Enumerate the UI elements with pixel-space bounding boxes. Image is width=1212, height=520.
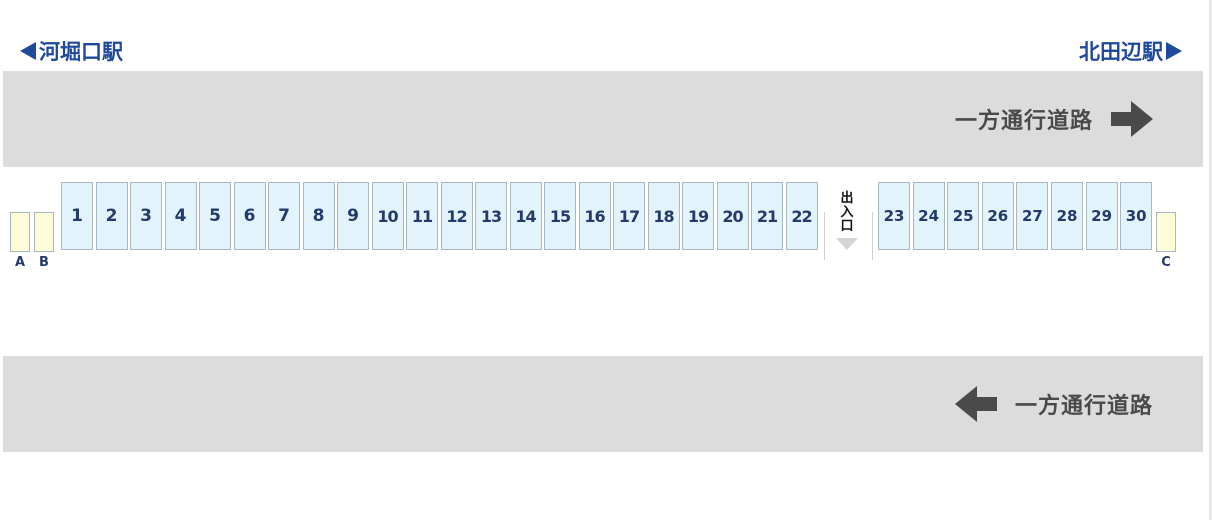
parking-space-26[interactable]: 26: [981, 182, 1014, 250]
parking-space-6[interactable]: 6: [233, 182, 266, 250]
parking-space-14[interactable]: 14: [509, 182, 542, 250]
bay-b[interactable]: [34, 212, 54, 252]
parking-space-4[interactable]: 4: [164, 182, 197, 250]
top-road: 一方通行道路: [3, 71, 1203, 167]
parking-space-17[interactable]: 17: [613, 182, 645, 250]
entrance-divider-right: [872, 212, 873, 260]
parking-space-22[interactable]: 22: [785, 182, 818, 250]
parking-space-21[interactable]: 21: [751, 182, 783, 250]
parking-space-30[interactable]: 30: [1120, 182, 1153, 250]
parking-space-1[interactable]: 1: [61, 182, 93, 250]
left-station-link[interactable]: 河堀口駅: [20, 36, 123, 66]
parking-space-10[interactable]: 10: [371, 182, 404, 250]
parking-space-28[interactable]: 28: [1051, 182, 1083, 250]
parking-space-19[interactable]: 19: [682, 182, 714, 250]
left-station-label: 河堀口駅: [39, 40, 123, 64]
bay-b-label: B: [39, 255, 49, 270]
bottom-road-label: 一方通行道路: [1014, 394, 1153, 419]
right-station-link[interactable]: 北田辺駅: [1079, 36, 1182, 66]
parking-space-29[interactable]: 29: [1085, 182, 1118, 250]
parking-space-7[interactable]: 7: [268, 182, 300, 250]
parking-space-27[interactable]: 27: [1016, 182, 1049, 250]
entrance-label: 出入口: [840, 191, 854, 234]
parking-space-5[interactable]: 5: [199, 182, 231, 250]
bottom-road: 一方通行道路: [3, 356, 1203, 452]
parking-space-23[interactable]: 23: [878, 182, 910, 250]
bay-a[interactable]: [10, 212, 30, 252]
parking-space-13[interactable]: 13: [475, 182, 507, 250]
bay-a-label: A: [14, 255, 26, 270]
parking-space-12[interactable]: 12: [440, 182, 473, 250]
top-road-label: 一方通行道路: [954, 109, 1093, 134]
bay-c[interactable]: [1156, 212, 1176, 252]
parking-space-20[interactable]: 20: [716, 182, 749, 250]
parking-space-16[interactable]: 16: [578, 182, 611, 250]
parking-space-8[interactable]: 8: [302, 182, 335, 250]
parking-space-2[interactable]: 2: [95, 182, 128, 250]
entrance-arrow-icon: [836, 238, 858, 250]
left-arrow-icon: [954, 386, 997, 422]
parking-space-9[interactable]: 9: [337, 182, 369, 250]
parking-space-24[interactable]: 24: [912, 182, 945, 250]
right-arrow-icon: [1111, 101, 1153, 137]
scrollbar-edge: [1209, 0, 1212, 520]
right-station-label: 北田辺駅: [1079, 40, 1163, 64]
entrance: 出入口: [828, 192, 866, 250]
parking-space-18[interactable]: 18: [647, 182, 680, 250]
parking-space-15[interactable]: 15: [544, 182, 576, 250]
parking-space-11[interactable]: 11: [406, 182, 438, 250]
left-triangle-icon: [20, 42, 36, 60]
entrance-divider-left: [824, 212, 825, 260]
bay-c-label: C: [1161, 255, 1171, 270]
parking-space-3[interactable]: 3: [130, 182, 162, 250]
right-triangle-icon: [1166, 42, 1182, 60]
parking-space-25[interactable]: 25: [947, 182, 980, 250]
